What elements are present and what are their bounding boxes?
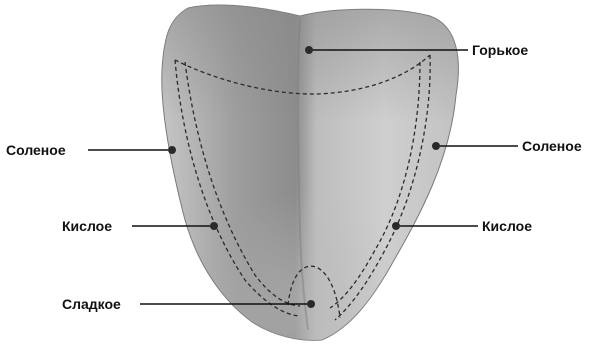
salty-left-callout: Соленое (6, 142, 176, 158)
bitter-marker (305, 46, 313, 54)
salty-right-marker (432, 142, 440, 150)
sour-left-label: Кислое (62, 218, 112, 234)
tongue-illustration (162, 5, 459, 340)
salty-right-callout: Соленое (432, 138, 582, 154)
sweet-label: Сладкое (62, 296, 121, 312)
tongue-tip-shade (162, 5, 459, 340)
bitter-label: Горькое (472, 42, 528, 58)
sour-right-marker (392, 222, 400, 230)
sour-right-label: Кислое (482, 218, 532, 234)
salty-right-label: Соленое (522, 138, 582, 154)
sour-left-marker (210, 222, 218, 230)
sweet-marker (307, 300, 315, 308)
salty-left-marker (168, 146, 176, 154)
salty-left-label: Соленое (6, 142, 66, 158)
